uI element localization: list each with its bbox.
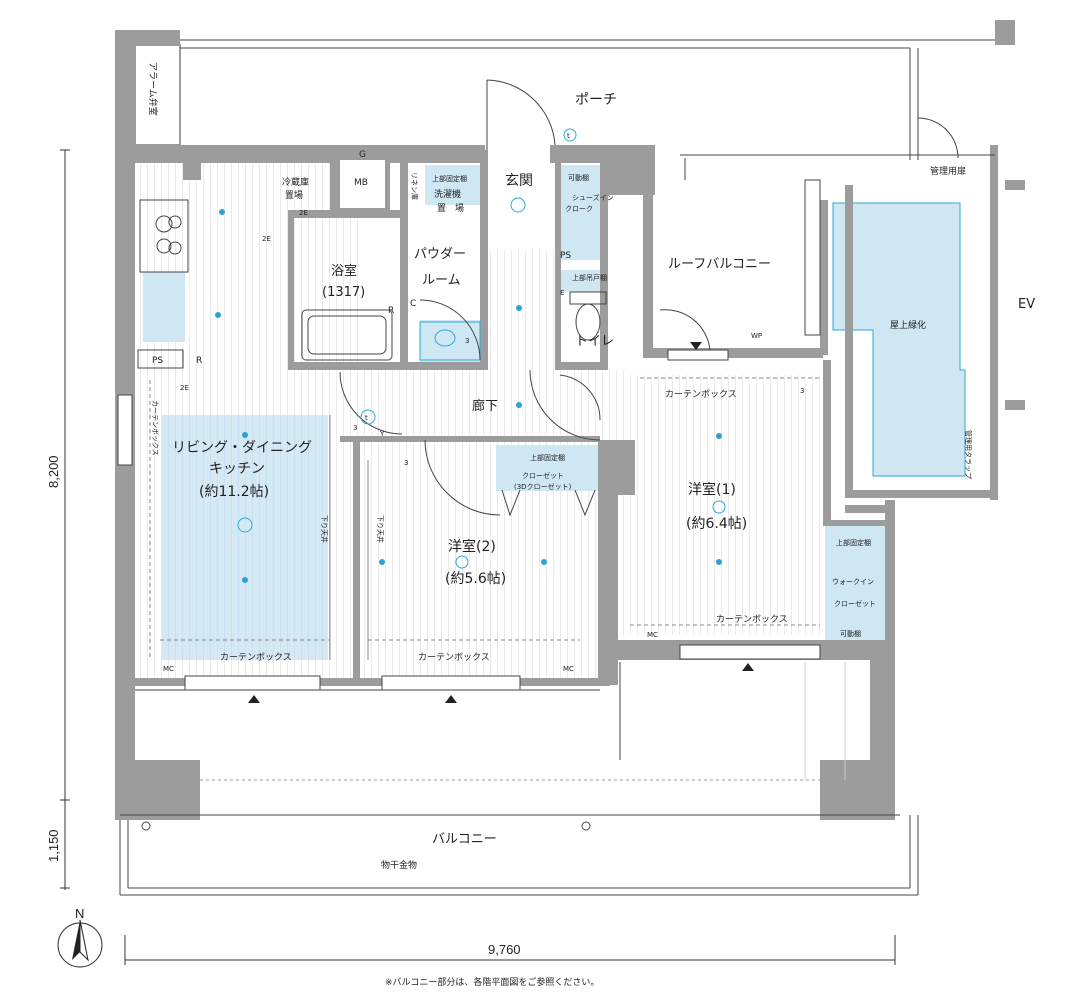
roof-balcony-label: ルーフバルコニー	[668, 257, 771, 272]
curtain-box-label-w2: カーテンボックス	[418, 652, 490, 663]
fixtures	[57, 39, 995, 968]
bath-label: 浴室	[331, 263, 357, 279]
wic-label-1: ウォークイン	[832, 578, 874, 586]
lowered-ceiling-label-ldk: 下り天井	[320, 515, 329, 543]
fridge-label-1: 冷蔵庫	[282, 176, 309, 188]
balcony-label: バルコニー	[432, 832, 497, 847]
western1-label-1: 洋室(1)	[688, 481, 736, 498]
ldk-highlight	[162, 415, 328, 660]
washer-label-1: 洗濯機	[434, 188, 461, 200]
wic-upper-label: 上部固定棚	[836, 538, 871, 547]
width-dim: 9,760	[488, 942, 521, 957]
e2-label-kitchen: 2E	[262, 235, 271, 243]
height-balcony-dim: 1,150	[46, 829, 61, 862]
n3-label-powder: 3	[465, 337, 469, 345]
wic-label-2: クローゼット	[834, 599, 876, 608]
footnote: ※バルコニー部分は、各階平面図をご参照ください。	[385, 976, 599, 988]
linen-label: リネン庫	[410, 172, 419, 200]
curtain-box-label-ldk-side: カーテンボックス	[151, 400, 159, 456]
y-label: Y	[379, 430, 385, 438]
ev-label: EV	[1018, 297, 1035, 312]
g-label: G	[359, 150, 366, 160]
c-mark: C	[410, 299, 416, 309]
mc-label-w2: MC	[563, 665, 574, 673]
mc-label-w1: MC	[647, 631, 658, 639]
walls	[115, 20, 1025, 820]
curtain-box-label-w1: カーテンボックス	[716, 614, 788, 625]
floor-areas	[135, 160, 966, 680]
corridor-label: 廊下	[472, 398, 498, 414]
movable-shelf-label: 可動棚	[568, 173, 589, 182]
t-label-corridor: t	[365, 414, 368, 422]
rooftop-green-label: 屋上緑化	[890, 319, 926, 331]
entrance-label: 玄関	[505, 172, 533, 189]
upper-fixed-shelf-label: 上部固定棚	[432, 174, 467, 183]
wp-label: WP	[751, 332, 762, 340]
n3-label-corridor: 3	[353, 424, 357, 432]
r-mark-bath: R	[388, 306, 394, 316]
e2-label-fridge: 2E	[299, 209, 308, 217]
porch-label: ポーチ	[575, 92, 617, 108]
dimension-labels: 8,200 1,150 9,760 N ※バルコニー部分は、各階平面図をご参照く…	[46, 455, 599, 988]
north-label: N	[75, 906, 84, 921]
closet-3d-label: (3Dクローゼット)	[514, 482, 572, 491]
r-mark-kitchen: R	[196, 356, 202, 366]
mgmt-trap-label: 管理用タラップ	[964, 430, 973, 479]
curtain-box-label-corridor: カーテンボックス	[665, 389, 737, 400]
western2-label-1: 洋室(2)	[448, 538, 496, 555]
closet-label: クローゼット	[522, 471, 564, 480]
mc-label-ldk: MC	[163, 665, 174, 673]
ps-label-toilet: PS	[560, 251, 571, 261]
height-main-dim: 8,200	[46, 455, 61, 488]
curtain-box-label-ldk: カーテンボックス	[220, 652, 292, 663]
bath-size-label: (1317)	[322, 285, 365, 300]
toilet-label: トイレ	[575, 334, 614, 349]
mgmt-door-label: 管理用扉	[930, 165, 966, 177]
western1-label-2: (約6.4帖)	[686, 516, 747, 532]
e2-label-ps: 2E	[180, 384, 189, 392]
shoes-label-2: クローク	[565, 205, 593, 213]
shoes-label-1: シューズイン	[572, 193, 614, 202]
ldk-label-3: (約11.2帖)	[199, 484, 269, 500]
mb-label: MB	[354, 178, 368, 188]
powder-label-1: パウダー	[414, 247, 466, 262]
n3-label-w1: 3	[800, 387, 804, 395]
powder-label-2: ルーム	[422, 273, 461, 288]
e-label: E	[560, 289, 564, 297]
t-label-porch: t	[567, 132, 570, 140]
ps-label-kitchen: PS	[152, 356, 163, 366]
n3-label-w2: 3	[404, 459, 408, 467]
wic-shelf-label: 可動棚	[840, 629, 861, 638]
ldk-label-2: キッチン	[209, 461, 265, 477]
drying-hardware-label: 物干金物	[381, 859, 417, 871]
washer-label-2: 置 場	[437, 202, 464, 214]
alarm-valve-label: アラーム弁室	[147, 62, 159, 116]
closet-upper-label: 上部固定棚	[530, 453, 565, 462]
fridge-label-2: 置場	[285, 189, 303, 201]
ceiling-lights	[215, 128, 726, 583]
upper-hanging-shelf-label: 上部吊戸棚	[572, 273, 607, 282]
room-labels: ポーチ 玄関 MB G アラーム弁室 冷蔵庫 置場 リネン庫 上部固定棚 洗濯機…	[147, 62, 1035, 871]
ldk-label-1: リビング・ダイニング	[172, 440, 312, 456]
western2-label-2: (約5.6帖)	[445, 571, 506, 587]
lowered-ceiling-label-w2: 下り天井	[376, 515, 385, 543]
